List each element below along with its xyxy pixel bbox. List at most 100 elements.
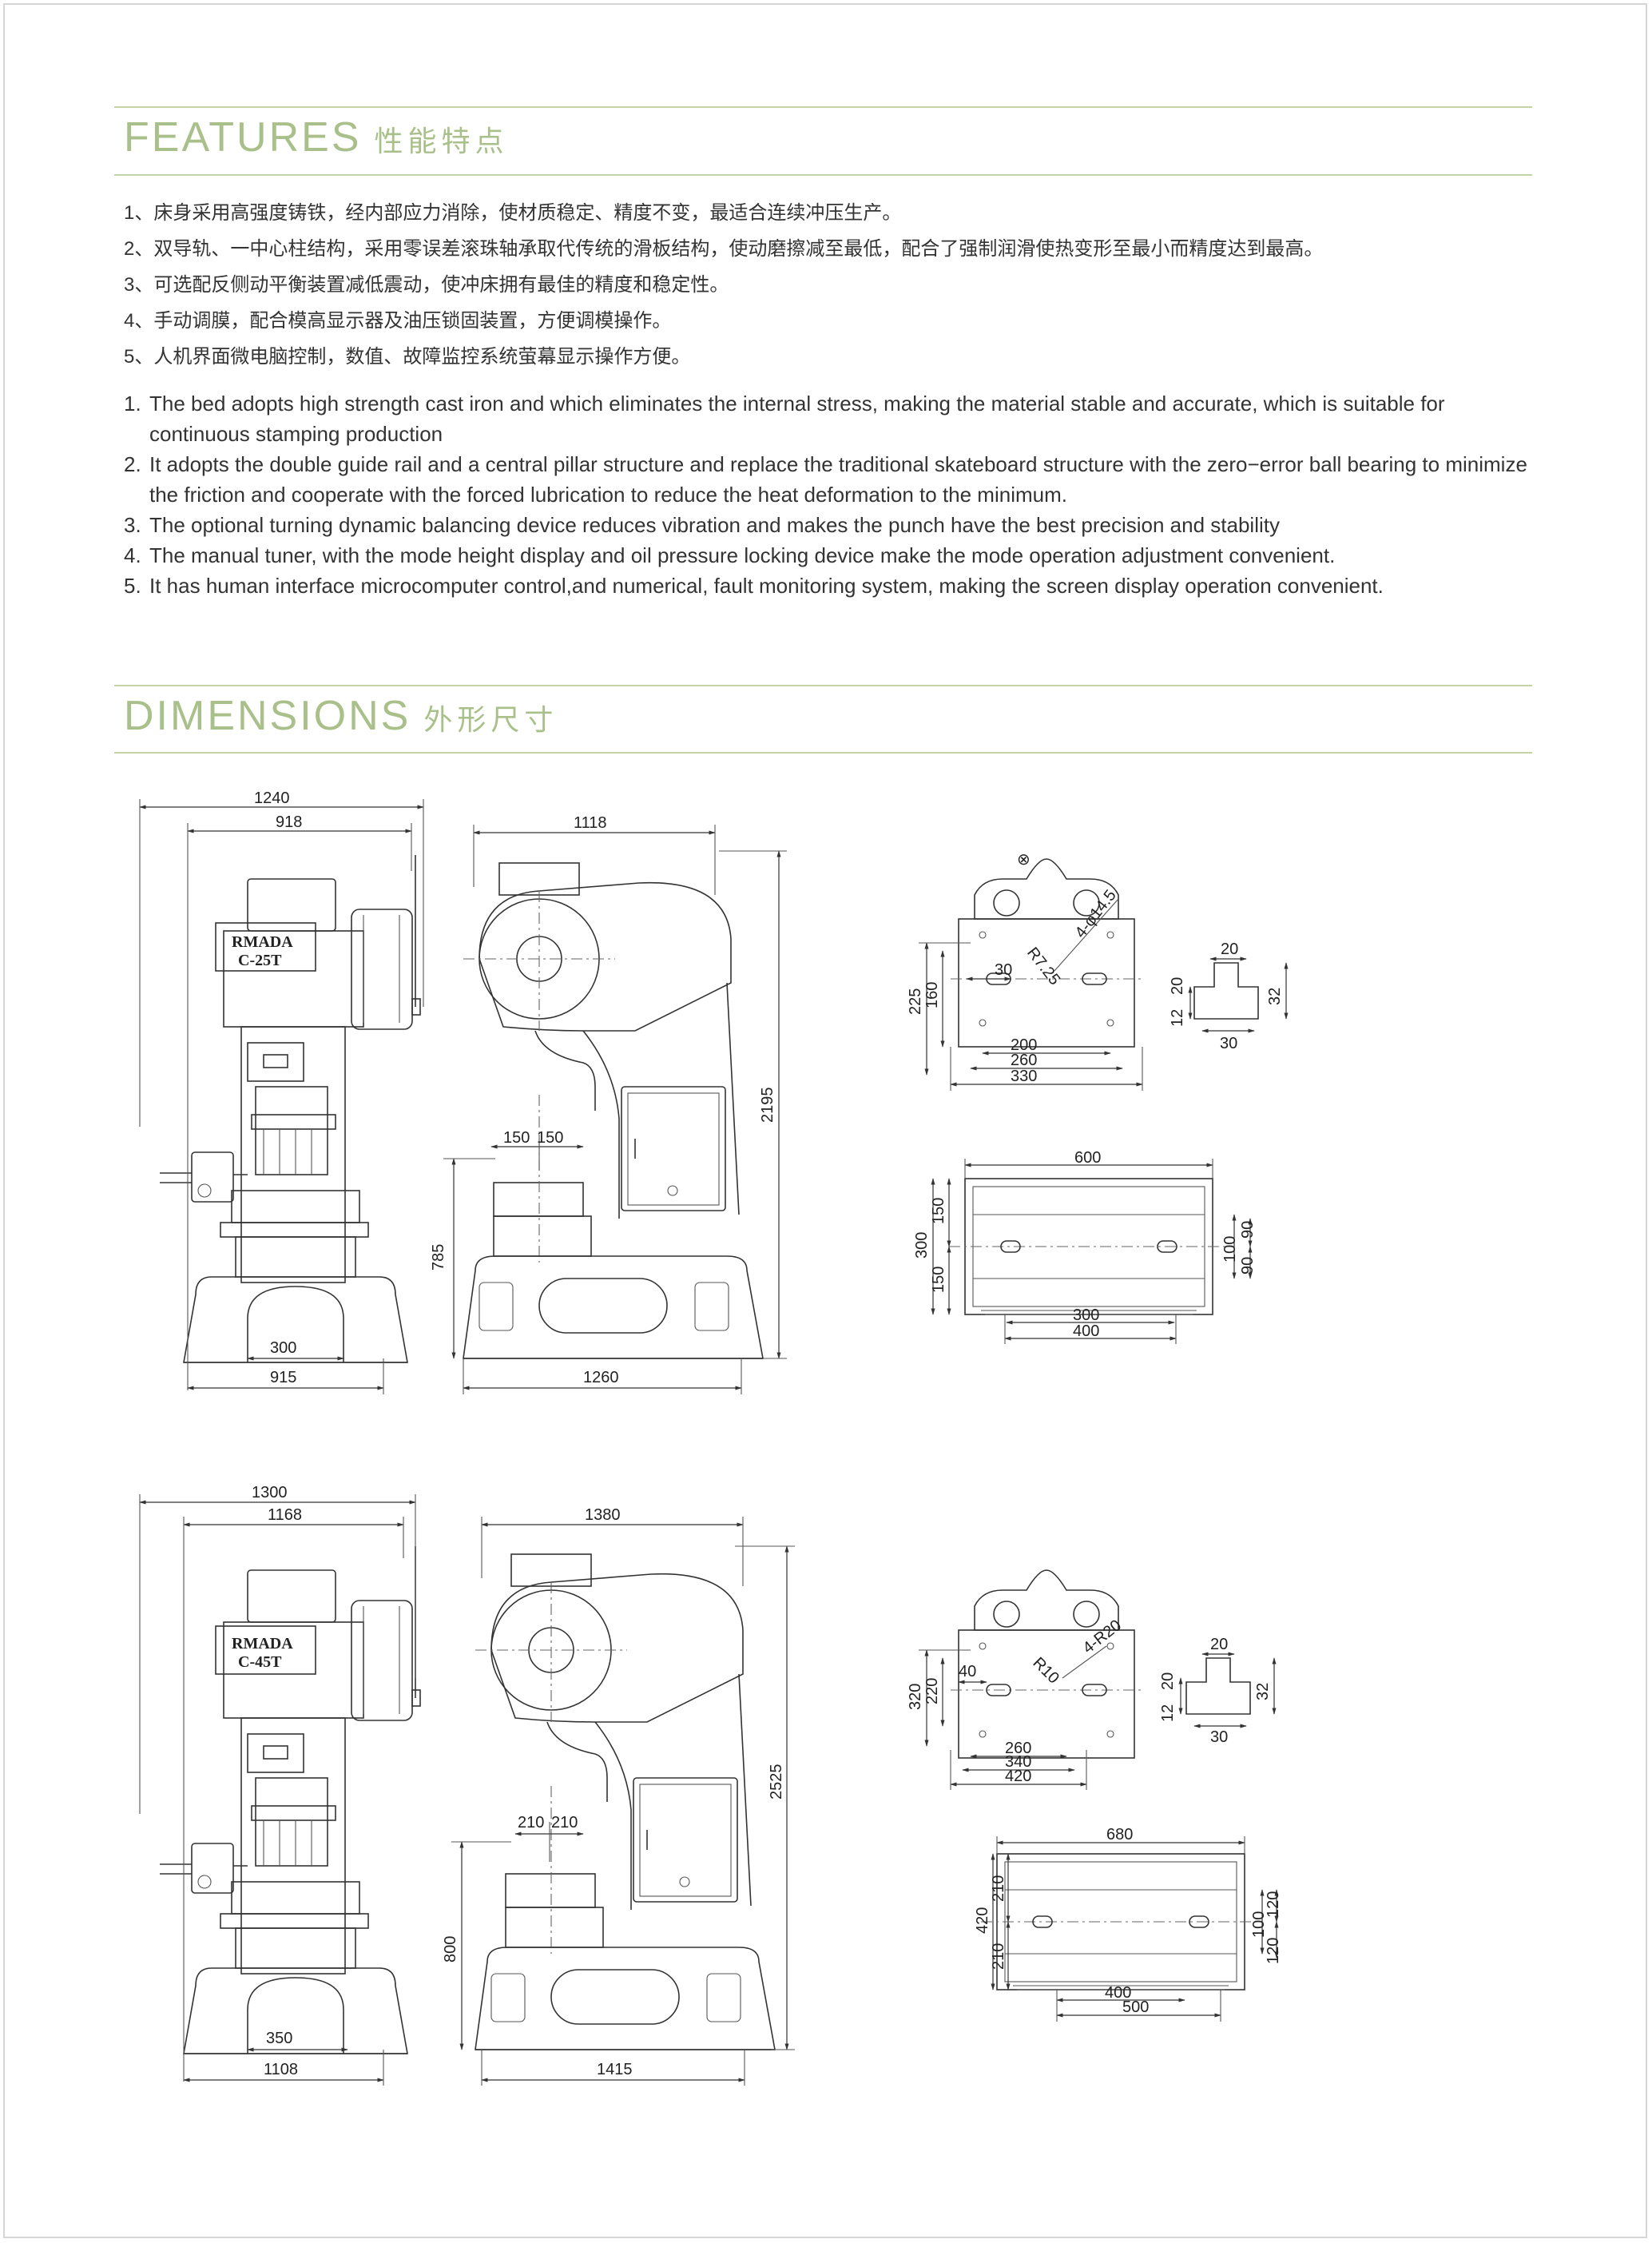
- dim-tslot-h1: 12: [1169, 1009, 1186, 1027]
- dim-slider-225: 320: [907, 1684, 924, 1710]
- dim-slider-radius: R10: [1029, 1654, 1062, 1688]
- model-45t-drawings: RMADA C-45T 1300 1168 350 1108 1380 210 …: [139, 1484, 1282, 2086]
- dim-tslot-height: 32: [1254, 1683, 1272, 1700]
- dim-upper-width: 918: [276, 813, 302, 831]
- en-item: 1. The bed adopts high strength cast iron…: [124, 388, 1546, 449]
- dim-table-hole: 300: [1073, 1306, 1099, 1324]
- cn-item: 2、双导轨、一中心柱结构，采用零误差滚珠轴承取代传统的滑板结构，使动磨擦减至最低…: [124, 238, 1324, 260]
- dim-table-half1: 210: [990, 1875, 1007, 1902]
- dim-table-r90b: 120: [1265, 1938, 1282, 1964]
- en-item: 2. It adopts the double guide rail and a …: [124, 449, 1546, 510]
- dim-total-height: 2525: [768, 1764, 785, 1800]
- dim-offset-right: 210: [551, 1814, 578, 1831]
- brand-label: RMADA: [232, 933, 293, 951]
- en-item-text: The manual tuner, with the mode height d…: [149, 543, 1336, 567]
- en-item: 4. The manual tuner, with the mode height…: [124, 540, 1546, 571]
- en-item-number: 4.: [124, 543, 141, 567]
- dim-tslot-top: 20: [1210, 1636, 1228, 1653]
- dim-tslot-bottom: 30: [1210, 1728, 1228, 1746]
- features-rule-top: [114, 106, 1532, 108]
- dim-table-opening: 400: [1073, 1322, 1099, 1340]
- dim-table-r100: 100: [1250, 1911, 1268, 1938]
- brand-label: RMADA: [232, 1635, 293, 1652]
- dim-tslot-height: 32: [1266, 988, 1284, 1005]
- features-rule-bottom: [114, 174, 1532, 176]
- dim-slider-200: 260: [1005, 1740, 1031, 1757]
- dim-slider-30: 40: [959, 1663, 976, 1680]
- dim-table-hole: 400: [1105, 1984, 1131, 2002]
- dim-tslot-top: 20: [1221, 941, 1238, 958]
- dim-base-width: 1108: [264, 2061, 298, 2078]
- en-item-number: 3.: [124, 513, 141, 537]
- dim-bolt-spec: 4-R20: [1080, 1617, 1125, 1657]
- dim-table-depth: 300: [913, 1232, 931, 1259]
- features-cn-list: 1、床身采用高强度铸铁，经内部应力消除，使材质稳定、精度不变，最适合连续冲压生产…: [124, 195, 1323, 375]
- dim-table-length: 600: [1074, 1149, 1101, 1167]
- dim-table-r90a: 120: [1265, 1891, 1282, 1918]
- dim-overall-width: 1300: [252, 1484, 288, 1501]
- dim-base-depth: 1415: [597, 2061, 633, 2078]
- en-item-number: 1.: [124, 392, 141, 416]
- en-item-text: The optional turning dynamic balancing d…: [149, 513, 1280, 537]
- dim-offset-left: 150: [503, 1129, 530, 1147]
- en-item-number: 2.: [124, 452, 141, 476]
- dim-slider-radius: R7.25: [1023, 945, 1063, 989]
- cn-item: 1、床身采用高强度铸铁，经内部应力消除，使材质稳定、精度不变，最适合连续冲压生产…: [124, 202, 902, 224]
- dim-tslot-h2: 20: [1159, 1672, 1177, 1690]
- page-frame: [3, 3, 1647, 2238]
- dim-offset-right: 150: [537, 1129, 563, 1147]
- cn-item: 4、手动调膜，配合模高显示器及油压锁固装置，方便调模操作。: [124, 310, 672, 332]
- cn-item: 3、可选配反侧动平衡装置减低震动，使冲床拥有最佳的精度和稳定性。: [124, 274, 729, 296]
- dim-slider-160: 220: [923, 1678, 941, 1704]
- en-item-text: The bed adopts high strength cast iron a…: [149, 392, 1445, 446]
- dim-table-height: 800: [442, 1936, 459, 1963]
- features-title-cn: 性能特点: [374, 125, 509, 157]
- en-item-text: It has human interface microcomputer con…: [149, 574, 1384, 598]
- en-item: 3. The optional turning dynamic balancing…: [124, 510, 1546, 540]
- dim-tslot-bottom: 30: [1220, 1035, 1237, 1052]
- features-title-en: FEATURES: [124, 114, 362, 161]
- slider-mark: ⊗: [1017, 851, 1031, 869]
- en-item: 5. It has human interface microcomputer c…: [124, 571, 1546, 601]
- model-25t-drawings: RMADA C-25T 1240 918 300 915 1118 150 15…: [139, 789, 1289, 1394]
- dim-table-half1: 150: [930, 1198, 947, 1224]
- dim-slider-330: 420: [1005, 1768, 1031, 1785]
- dimensions-title-cn: 外形尺寸: [423, 703, 558, 736]
- dim-table-depth: 420: [974, 1907, 991, 1934]
- dim-table-half2: 150: [930, 1267, 947, 1293]
- dimensions-title-en: DIMENSIONS: [124, 693, 411, 739]
- dim-slider-160: 160: [923, 982, 941, 1008]
- model-label: C-25T: [238, 952, 282, 969]
- dim-slider-260: 260: [1011, 1052, 1037, 1069]
- dim-tslot-h1: 12: [1159, 1704, 1177, 1722]
- dim-table-half2: 210: [990, 1943, 1007, 1970]
- dimensions-rule-top: [114, 685, 1532, 686]
- model-label: C-45T: [238, 1653, 282, 1671]
- dim-offset-left: 210: [518, 1814, 544, 1831]
- dim-base-depth: 1260: [583, 1369, 619, 1386]
- dim-slider-260: 340: [1005, 1753, 1031, 1771]
- dim-base-inner: 300: [270, 1339, 296, 1357]
- dim-table-height: 785: [430, 1244, 447, 1271]
- dim-top-depth: 1380: [585, 1506, 621, 1524]
- dim-slider-225: 225: [907, 988, 924, 1015]
- dim-table-r90a: 90: [1239, 1221, 1257, 1239]
- dim-slider-330: 330: [1011, 1068, 1037, 1085]
- en-item-text: It adopts the double guide rail and a ce…: [149, 452, 1527, 507]
- dim-tslot-h2: 20: [1169, 977, 1186, 995]
- dim-table-r100: 100: [1221, 1236, 1239, 1263]
- dim-table-opening: 500: [1122, 1998, 1149, 2016]
- dimensions-heading: DIMENSIONS 外形尺寸: [124, 692, 558, 740]
- dim-base-inner: 350: [266, 2030, 292, 2047]
- cn-item: 5、人机界面微电脑控制，数值、故障监控系统萤幕显示操作方便。: [124, 346, 691, 368]
- en-item-number: 5.: [124, 574, 141, 598]
- dim-table-length: 680: [1106, 1826, 1133, 1843]
- dim-slider-200: 200: [1011, 1036, 1037, 1054]
- dim-table-r90b: 90: [1239, 1257, 1257, 1275]
- features-heading: FEATURES 性能特点: [124, 113, 509, 161]
- dim-base-width: 915: [270, 1369, 296, 1386]
- dimensions-rule-bottom: [114, 752, 1532, 754]
- dim-overall-width: 1240: [254, 789, 290, 807]
- dim-total-height: 2195: [759, 1088, 776, 1123]
